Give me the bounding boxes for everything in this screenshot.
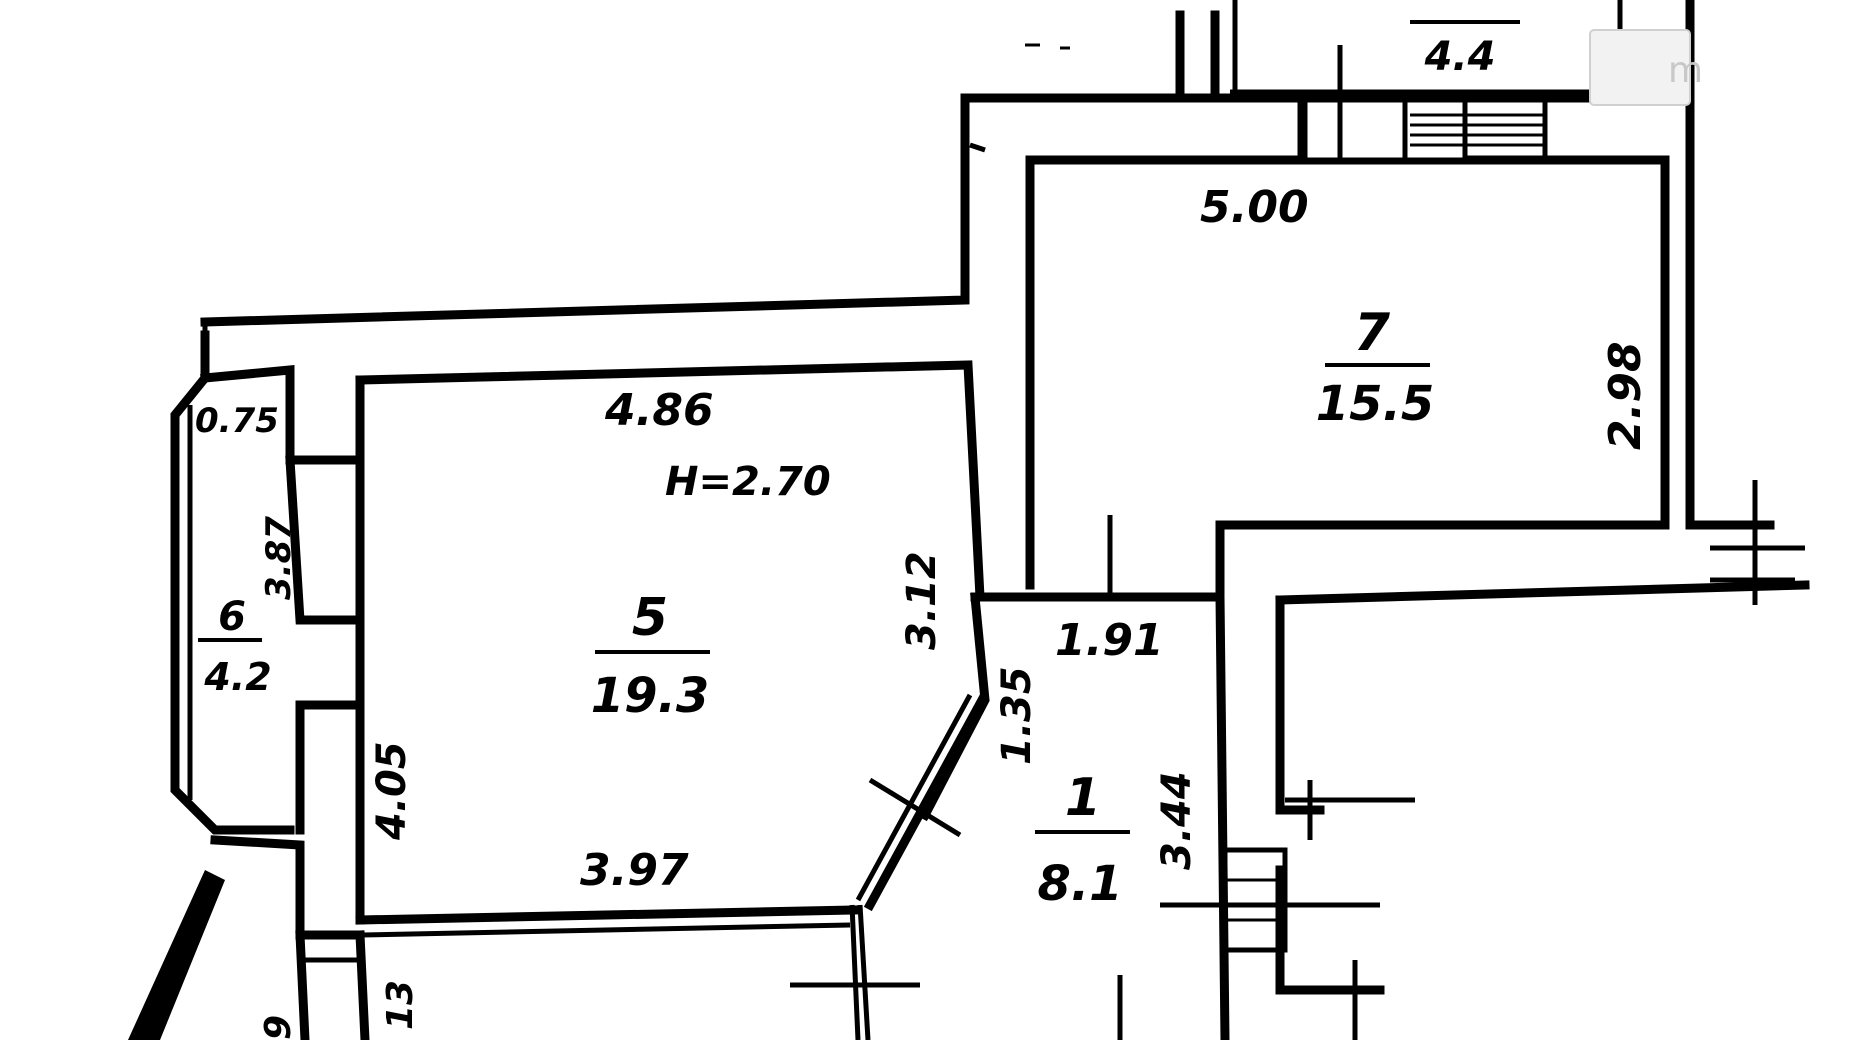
dim-room6-left: 3.87 [259,516,299,600]
room-5-label: 5 19.3 [591,588,710,724]
dim-bottom-left-a: 13 [380,980,421,1030]
dimension-labels: 4.86 H=2.70 3.97 3.12 4.05 5.00 2.98 1.9… [195,182,1651,1040]
room-6-label: 6 4.2 [198,594,272,699]
tick-marks [790,43,1805,1040]
dim-room6-top: 0.75 [195,401,279,441]
dim-room5-left: 4.05 [369,741,415,841]
room-5-number: 5 [632,588,668,648]
dim-room5-bottom: 3.97 [580,845,689,896]
room-8-label: 4.4 [1410,20,1520,80]
dim-room7-right: 2.98 [1600,341,1651,450]
dim-bottom-left-b: 9 [258,1015,299,1040]
room-5-area: 19.3 [591,668,709,724]
room-1-area: 8.1 [1037,856,1122,912]
watermark: m [1589,29,1703,106]
dim-room7-top: 5.00 [1200,182,1309,233]
dim-room5-top: 4.86 [604,385,714,436]
dim-room1-top: 1.91 [1055,615,1164,666]
dim-room5-right: 3.12 [899,551,945,650]
room-8-area: 4.4 [1424,34,1496,80]
room-7-label: 7 15.5 [1316,303,1434,432]
room-6-number: 6 [218,594,246,640]
room-7-number: 7 [1354,303,1391,363]
dim-room1-left: 1.35 [994,666,1040,765]
room-6-area: 4.2 [203,655,271,699]
watermark-text: m [1668,50,1703,91]
window-bays [1222,847,1288,953]
dim-room1-right: 3.44 [1154,771,1200,870]
dim-room5-height: H=2.70 [665,459,831,505]
room-1-label: 1 8.1 [1035,768,1130,912]
room-1-number: 1 [1065,768,1101,828]
stairs [1297,97,1548,163]
walls [128,0,1810,1040]
room-7-area: 15.5 [1316,376,1434,432]
